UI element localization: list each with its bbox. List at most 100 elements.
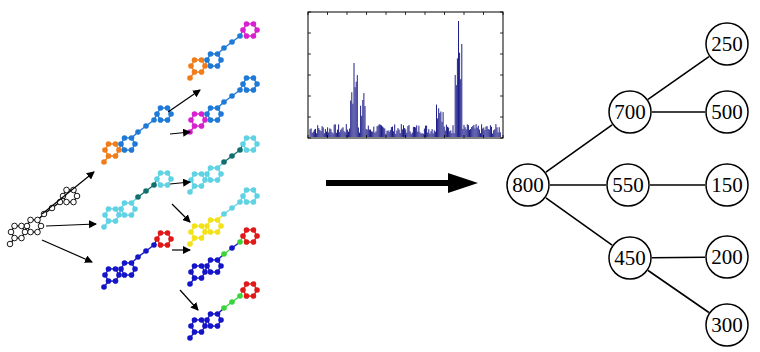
molecule-atom bbox=[199, 123, 205, 129]
circle-border bbox=[607, 164, 649, 206]
molecule-atom bbox=[8, 229, 14, 235]
molecule-atom bbox=[24, 223, 30, 229]
fragment-arrow bbox=[46, 224, 96, 226]
molecule-atom bbox=[221, 305, 227, 311]
molecule-atom bbox=[165, 105, 171, 111]
molecule-atom bbox=[122, 147, 128, 153]
molecule-atom bbox=[132, 141, 138, 147]
node-value: 300 bbox=[711, 315, 743, 336]
molecule-atom bbox=[218, 111, 224, 117]
molecule-atom bbox=[165, 117, 171, 123]
molecule-atom bbox=[118, 266, 124, 272]
molecule-atom bbox=[154, 176, 160, 182]
molecule-atom bbox=[101, 159, 107, 165]
node-value: 450 bbox=[614, 248, 646, 269]
molecule-atom bbox=[208, 165, 214, 171]
molecule-atom bbox=[218, 171, 224, 177]
molecule-atom bbox=[28, 217, 34, 223]
molecule-atom bbox=[22, 229, 28, 235]
tree-edge bbox=[650, 184, 705, 186]
molecule-atom bbox=[102, 272, 108, 278]
molecule-atom bbox=[135, 254, 141, 260]
molecule-atom bbox=[240, 193, 246, 199]
molecule-atom bbox=[244, 239, 250, 245]
value-circle: 500 bbox=[705, 90, 749, 134]
molecule-atom bbox=[168, 176, 174, 182]
circle-border bbox=[706, 91, 748, 133]
molecule-atom bbox=[208, 217, 214, 223]
molecule-atom bbox=[229, 93, 235, 99]
molecule-atom bbox=[113, 218, 119, 224]
molecule-atom bbox=[188, 323, 194, 329]
molecule-atom bbox=[199, 183, 205, 189]
value-circle: 300 bbox=[705, 303, 749, 347]
molecule-atom bbox=[38, 223, 44, 229]
molecule-atom bbox=[151, 117, 157, 123]
molecule-atom bbox=[221, 99, 227, 105]
fragment-arrow bbox=[170, 132, 190, 134]
molecule-atom bbox=[215, 257, 221, 263]
molecule-atom bbox=[74, 193, 80, 199]
molecule-atom bbox=[192, 57, 198, 63]
molecule-atom bbox=[118, 206, 124, 212]
molecule-atom bbox=[199, 275, 205, 281]
molecule-atom bbox=[19, 223, 25, 229]
molecule-atom bbox=[229, 299, 235, 305]
molecule-atom bbox=[208, 117, 214, 123]
molecule-atom bbox=[158, 182, 164, 188]
circle-border bbox=[609, 237, 651, 279]
molecule-atom bbox=[192, 69, 198, 75]
value-circle: 250 bbox=[705, 22, 749, 66]
molecule-atom bbox=[165, 230, 171, 236]
molecule-atom bbox=[192, 183, 198, 189]
molecule-atom bbox=[254, 141, 260, 147]
value-circle: 700 bbox=[608, 90, 652, 134]
value-circle: 150 bbox=[705, 163, 749, 207]
spectrum-ticks bbox=[308, 12, 503, 138]
molecule-atom bbox=[199, 329, 205, 335]
molecule-atom bbox=[202, 177, 208, 183]
molecule-atom bbox=[106, 278, 112, 284]
molecule-atom bbox=[244, 199, 250, 205]
molecule-atom bbox=[229, 205, 235, 211]
molecule-atom bbox=[237, 239, 243, 245]
value-circle: 550 bbox=[606, 163, 650, 207]
molecule-atom bbox=[218, 317, 224, 323]
molecule-atom bbox=[254, 81, 260, 87]
molecule-atom bbox=[204, 111, 210, 117]
molecule-atom bbox=[192, 329, 198, 335]
molecule-atom bbox=[244, 135, 250, 141]
molecule-atom bbox=[187, 281, 193, 287]
molecule-atom bbox=[188, 229, 194, 235]
molecule-atom bbox=[251, 87, 257, 93]
molecule-atom bbox=[199, 223, 205, 229]
fragment-arrow bbox=[170, 182, 190, 184]
big-arrow-shaft bbox=[326, 180, 452, 186]
molecule-atom bbox=[7, 241, 13, 247]
molecule-atom bbox=[129, 272, 135, 278]
node-value: 150 bbox=[711, 175, 743, 196]
molecule-atom bbox=[202, 63, 208, 69]
molecule-graph bbox=[187, 281, 260, 341]
molecule-atom bbox=[202, 323, 208, 329]
node-value: 250 bbox=[711, 34, 743, 55]
fragment-arrow bbox=[172, 249, 190, 250]
molecule-atom bbox=[71, 199, 77, 205]
molecule-atom bbox=[28, 229, 34, 235]
molecule-atom bbox=[244, 293, 250, 299]
molecule-atom bbox=[244, 187, 250, 193]
molecule-atom bbox=[244, 147, 250, 153]
molecule-atom bbox=[187, 189, 193, 195]
molecule-atom bbox=[143, 248, 149, 254]
molecule-atom bbox=[101, 284, 107, 290]
molecule-atom bbox=[202, 269, 208, 275]
molecule-atom bbox=[229, 245, 235, 251]
molecule-atom bbox=[251, 293, 257, 299]
fragment-arrow bbox=[42, 172, 94, 214]
node-value: 200 bbox=[711, 247, 743, 268]
molecule-atom bbox=[12, 235, 18, 241]
spectrum-frame bbox=[308, 12, 503, 138]
molecule-atom bbox=[132, 266, 138, 272]
molecule-atom bbox=[192, 263, 198, 269]
molecule-atom bbox=[251, 135, 257, 141]
